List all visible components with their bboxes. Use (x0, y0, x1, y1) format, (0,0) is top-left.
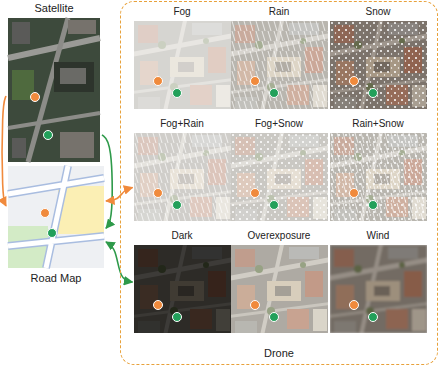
location-dot (48, 229, 57, 238)
weather-panel: Dark (133, 230, 232, 333)
road-outline (8, 166, 104, 268)
city (231, 133, 328, 221)
location-dot (154, 301, 163, 310)
panel-label: Dark (171, 230, 192, 243)
haze-overlay (330, 133, 427, 221)
drone-image (134, 245, 231, 333)
fog-overlay (231, 133, 328, 221)
weather-panel: Overexposure (230, 230, 329, 333)
bright-overlay (231, 245, 328, 333)
drone-image (330, 21, 427, 109)
location-dot (251, 77, 260, 86)
drone-image (231, 133, 328, 221)
location-dot (369, 201, 378, 210)
panel-label: Fog+Snow (255, 118, 303, 131)
panel-label: Fog+Rain (160, 118, 204, 131)
road-map-panel: Road Map (6, 165, 106, 289)
panel-label: Wind (367, 230, 390, 243)
drone-image (134, 133, 231, 221)
match-arrow (2, 96, 6, 206)
location-dot (173, 89, 182, 98)
drone-image (231, 245, 328, 333)
location-dot (173, 201, 182, 210)
weather-panel: Fog+Snow (230, 118, 329, 221)
snow-overlay (231, 133, 328, 221)
panel-label: Road Map (31, 272, 82, 286)
building (68, 20, 96, 34)
drone-image (231, 21, 328, 109)
satellite-image (8, 18, 100, 162)
location-dot (369, 89, 378, 98)
snow-overlay (330, 21, 427, 109)
location-dot (173, 313, 182, 322)
shade-overlay (330, 21, 427, 109)
location-dot (369, 313, 378, 322)
drone-image (134, 21, 231, 109)
location-dot (251, 189, 260, 198)
location-dot (270, 313, 279, 322)
rain-overlay (330, 133, 427, 221)
city (330, 21, 427, 109)
shade-overlay (330, 245, 427, 333)
road-map-image (8, 166, 104, 268)
ground (8, 18, 100, 162)
ground (8, 166, 104, 268)
location-dot (154, 77, 163, 86)
drone-group: Drone Fog Rain SnowFog+Rain Fog+Snow Rain+Sno… (120, 1, 438, 365)
fog-overlay (134, 133, 231, 221)
location-dot (44, 131, 53, 140)
drone-image (330, 133, 427, 221)
location-dot (350, 301, 359, 310)
rain-overlay (231, 21, 328, 109)
location-dot (350, 189, 359, 198)
weather-panel: Fog (133, 6, 232, 109)
match-arrow (102, 135, 112, 228)
weather-panel: Fog+Rain (133, 118, 232, 221)
dark-overlay (134, 245, 231, 333)
drone-image (330, 245, 427, 333)
weather-panel: Snow (329, 6, 428, 109)
city (231, 21, 328, 109)
road (8, 113, 100, 128)
location-dot (350, 77, 359, 86)
city (134, 245, 231, 333)
city (134, 21, 231, 109)
snow-overlay (330, 133, 427, 221)
weather-panel: Wind (329, 230, 428, 333)
location-dot (270, 201, 279, 210)
fog-overlay (134, 21, 231, 109)
city (231, 245, 328, 333)
panel-label: Snow (365, 6, 390, 19)
building (12, 138, 26, 158)
panel-label: Rain (269, 6, 290, 19)
weather-panel: Rain+Snow (329, 118, 428, 221)
satellite-panel: Satellite (6, 2, 102, 164)
location-dot (31, 93, 40, 102)
panel-label: Overexposure (248, 230, 311, 243)
weather-panel: Rain (230, 6, 329, 109)
panel-label: Satellite (34, 2, 73, 16)
rain-overlay (134, 133, 231, 221)
panel-label: Rain+Snow (352, 118, 403, 131)
location-dot (251, 301, 260, 310)
location-dot (270, 89, 279, 98)
location-dot (154, 189, 163, 198)
road (8, 166, 104, 268)
city (330, 245, 427, 333)
building (60, 68, 86, 84)
city (134, 133, 231, 221)
haze-overlay (231, 21, 328, 109)
city (330, 133, 427, 221)
panel-label: Fog (173, 6, 190, 19)
building (54, 62, 94, 92)
panel-label: Drone (264, 347, 294, 361)
building (12, 22, 30, 44)
location-dot (41, 209, 50, 218)
building (60, 132, 94, 158)
